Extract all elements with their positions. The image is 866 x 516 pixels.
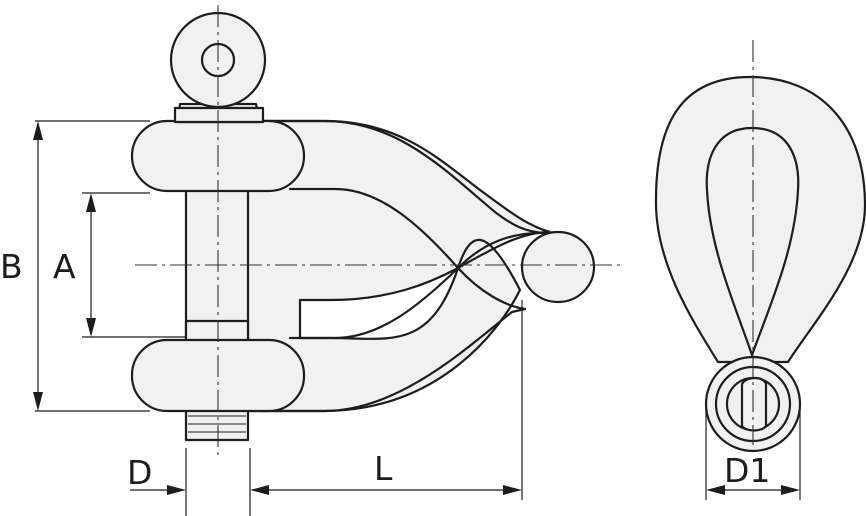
upper-arm-inner (288, 187, 527, 311)
dimension-d: D (127, 448, 251, 516)
dimension-b: B (0, 120, 150, 412)
end-view-inner-loop (705, 126, 800, 357)
dimension-d1-label: D1 (724, 451, 770, 490)
shackle-end-view (654, 75, 866, 453)
upper-arm-outer (258, 119, 547, 235)
pin-head-base (173, 106, 265, 124)
shackle-body (198, 119, 552, 413)
dimension-d-label: D (127, 453, 152, 492)
crown-section (520, 230, 596, 304)
shackle-side-view (130, 11, 596, 442)
dimension-l: L (250, 300, 523, 500)
end-view-pin-slot (740, 376, 768, 432)
lower-arm-inner (288, 231, 547, 340)
dimension-a: A (53, 192, 186, 338)
dimension-a-label: A (53, 247, 76, 286)
dimension-b-label: B (0, 247, 23, 286)
dimension-l-label: L (374, 449, 393, 488)
dimension-d1: D1 (705, 404, 801, 500)
lower-arm-outer (258, 307, 527, 413)
